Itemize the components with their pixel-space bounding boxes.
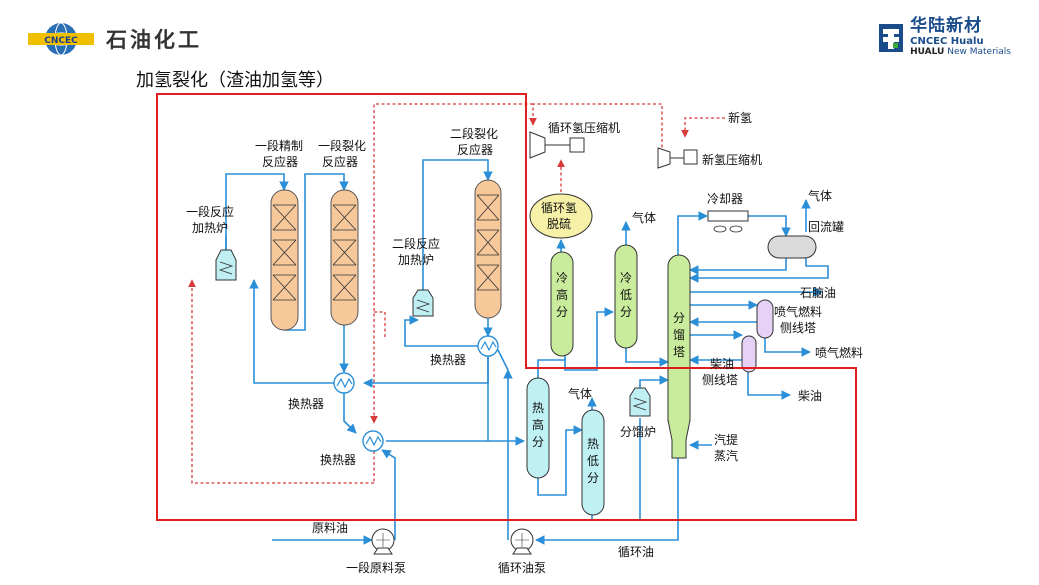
reflux-drum [767,235,817,259]
label-cold-lp-sep: 冷低分 [620,271,632,319]
label-h2-desulf-1: 循环氢 [541,200,577,215]
label-stage1-cracking-1: 一段裂化 [318,138,366,153]
diagram-labels: 循环氢压缩机 新氢 新氢压缩机 一段精制 反应器 一段裂化 反应器 二段裂化 反… [186,110,863,575]
label-gas-hot-lp: 气体 [568,386,592,401]
diesel-side-column [741,335,757,373]
label-diesel: 柴油 [798,389,822,403]
label-cooler: 冷却器 [707,192,743,206]
label-gas-reflux: 气体 [808,188,832,203]
label-cold-hp-sep: 冷高分 [556,271,568,319]
label-stage1-refining-1: 一段精制 [255,138,303,153]
label-jet-col-1: 喷气燃料 [774,304,822,319]
org-name: 石油化工 [106,27,202,52]
stage2-heater [412,289,434,317]
label-stage1-heater-2: 加热炉 [192,221,228,235]
label-gas-cold-lp: 气体 [632,210,656,225]
label-reflux-drum: 回流罐 [808,220,844,234]
label-stage2-heater-2: 加热炉 [398,253,434,267]
logo-text: CNCEC [44,36,78,46]
label-h2-desulf-2: 脱硫 [547,216,571,231]
brand-cn: 华陆新材 [910,16,983,36]
hot-lp-separator [581,409,605,516]
process-lines [225,159,829,545]
stage1-cracking-reactor [330,189,359,326]
heat-exchanger-2 [362,430,384,452]
brand-en-hualu: HUALU [910,47,945,57]
recycle-h2-compressor [529,131,585,159]
new-h2-compressor [657,147,698,169]
hot-hp-separator [526,377,550,479]
cooler [707,210,749,233]
label-stage1-cracking-2: 反应器 [322,154,358,169]
heat-exchanger-3 [477,335,499,357]
label-steam-1: 汽提 [714,432,738,447]
label-stage1-refining-2: 反应器 [262,154,298,169]
label-recycle-h2-compressor: 循环氢压缩机 [548,120,620,135]
label-hx1: 换热器 [288,397,324,411]
label-naphtha: 石脑油 [800,286,836,300]
label-hx3: 换热器 [430,353,466,367]
hualu-mark-icon [879,23,904,52]
label-stage1-heater-1: 一段反应 [186,204,234,219]
cold-lp-separator [614,244,638,349]
jet-side-column [756,299,774,339]
label-hot-lp-sep: 热低分 [587,437,599,485]
stage2-cracking-reactor [474,179,502,319]
feed-pump [371,528,395,555]
label-jet-fuel: 喷气燃料 [815,345,863,360]
recycle-h2-desulfurizer [529,193,593,239]
label-frac-heater: 分馏炉 [620,425,656,439]
stage1-refining-reactor [270,189,299,331]
label-hx2: 换热器 [320,453,356,467]
label-hot-hp-sep: 热高分 [532,401,544,449]
label-steam-2: 蒸汽 [714,448,738,463]
recycle-oil-pump [510,528,534,555]
label-stage2-cracking-1: 二段裂化 [450,126,498,141]
cold-hp-separator [550,251,574,357]
brand-en-materials: New Materials [947,47,1011,57]
stage1-heater [215,249,237,281]
label-feed-oil: 原料油 [312,521,348,535]
fractionator [667,254,691,459]
globe-icon: CNCEC [28,22,94,56]
highlight-region [156,93,857,521]
label-diesel-col-1: 柴油 [710,357,734,371]
label-new-h2-compressor: 新氢压缩机 [702,152,762,167]
label-fractionator: 分馏塔 [673,311,685,359]
cncec-logo: CNCEC 石油化工 [28,22,202,56]
label-new-h2: 新氢 [728,110,752,125]
fractionator-heater [629,387,651,417]
hualu-logo: 华陆新材 CNCEC Hualu HUALU New Materials [878,18,1011,57]
brand-en: CNCEC Hualu [910,36,984,47]
slide-title: 加氢裂化（渣油加氢等） [136,70,334,91]
vessel-labels: 冷高分 冷低分 分馏塔 热高分 热低分 [532,271,685,485]
label-jet-col-2: 侧线塔 [780,321,816,335]
label-stage2-heater-1: 二段反应 [392,236,440,251]
label-recycle-pump: 循环油泵 [498,561,546,575]
label-recycle-oil: 循环油 [618,545,654,559]
label-stage2-cracking-2: 反应器 [457,142,493,157]
label-feed-pump: 一段原料泵 [346,560,406,575]
heat-exchanger-1 [333,372,355,394]
label-diesel-col-2: 侧线塔 [702,373,738,387]
